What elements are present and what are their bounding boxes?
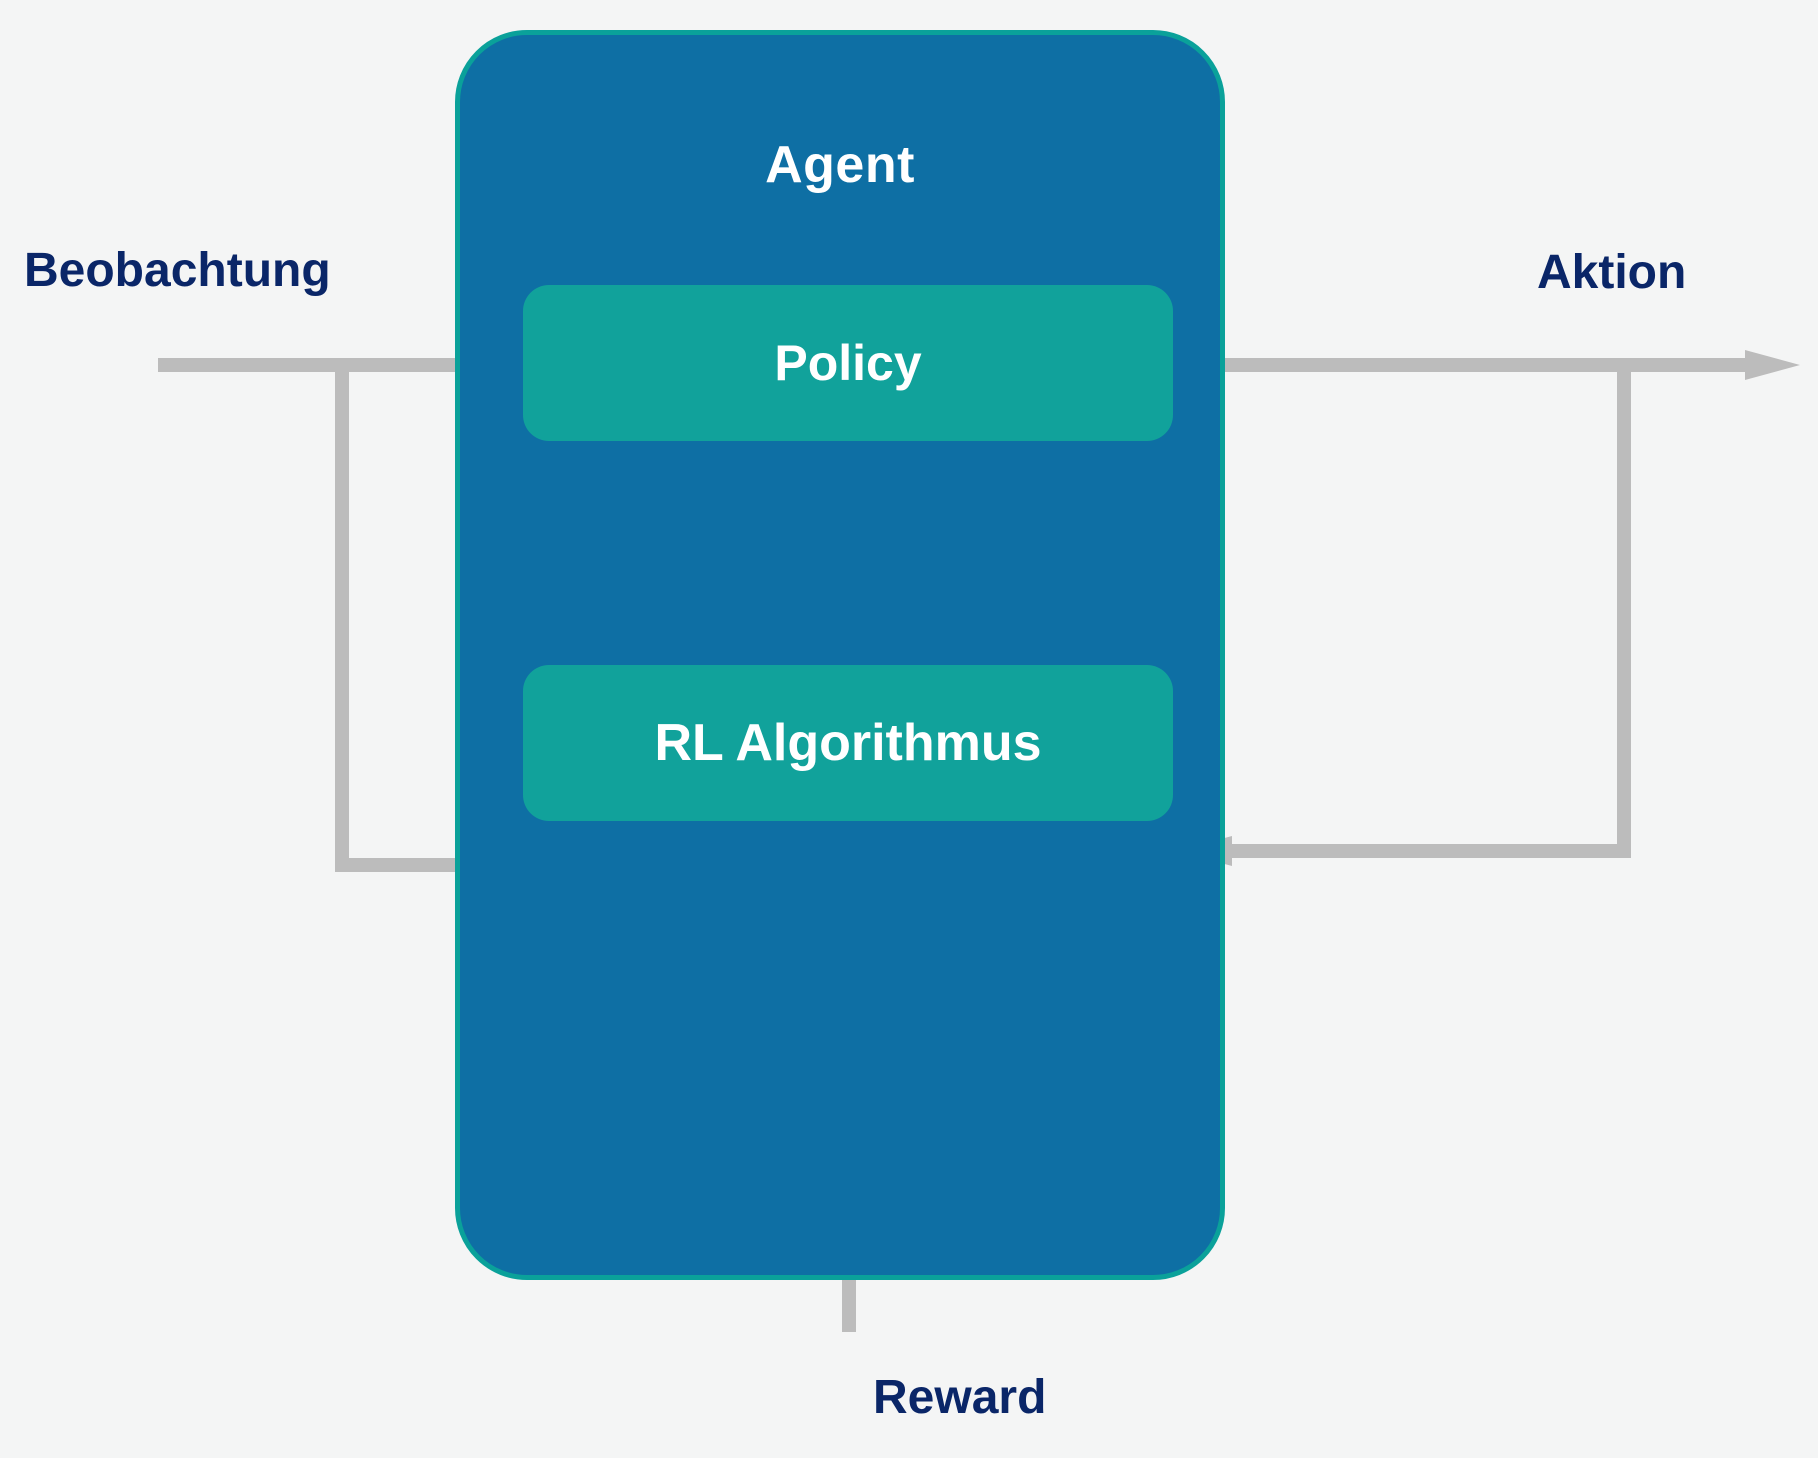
- reward-label: Reward: [873, 1371, 1047, 1424]
- arrow-policy-to-action: [1172, 350, 1800, 380]
- policy-block[interactable]: Policy: [523, 285, 1173, 441]
- observation-label: Beobachtung: [24, 244, 331, 297]
- rl-algorithm-block[interactable]: RL Algorithmus: [523, 665, 1173, 821]
- agent-title: Agent: [765, 136, 915, 194]
- rl-algorithm-block-label: RL Algorithmus: [654, 714, 1042, 772]
- arrow-action-to-rl: [1176, 358, 1631, 866]
- policy-block-label: Policy: [774, 335, 922, 391]
- action-label: Aktion: [1537, 246, 1687, 299]
- agent-container[interactable]: [455, 30, 1225, 1280]
